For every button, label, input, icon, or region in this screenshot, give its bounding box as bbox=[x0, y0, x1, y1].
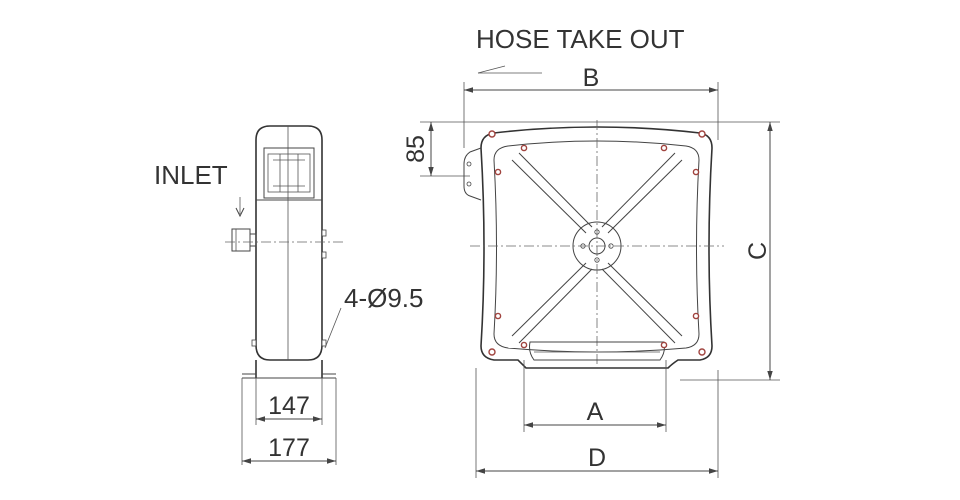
inlet-label: INLET bbox=[154, 160, 228, 190]
dimension-c: C bbox=[744, 242, 772, 260]
dimension-147: 147 bbox=[268, 392, 310, 420]
front-view bbox=[420, 65, 780, 478]
dimension-85: 85 bbox=[402, 135, 430, 163]
hose-take-out-label: HOSE TAKE OUT bbox=[476, 24, 685, 54]
dimension-d: D bbox=[588, 444, 606, 472]
side-view bbox=[225, 125, 345, 465]
mounting-holes-label: 4-Ø9.5 bbox=[344, 283, 424, 313]
dimension-b: B bbox=[583, 64, 600, 92]
dimension-a: A bbox=[587, 398, 604, 426]
dimension-177: 177 bbox=[268, 434, 310, 462]
